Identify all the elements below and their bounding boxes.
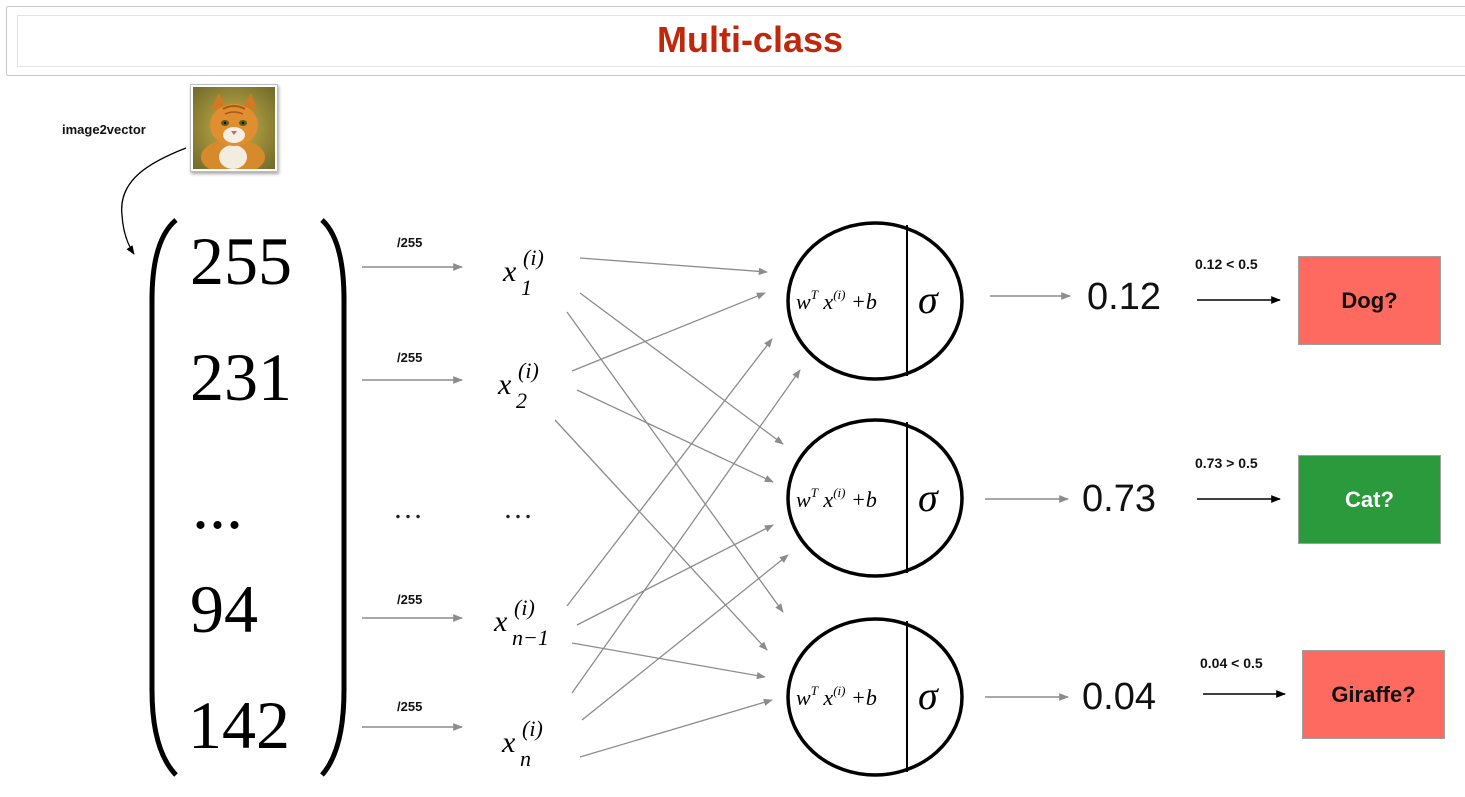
cat-picture bbox=[193, 87, 275, 171]
normalize-label-1: /255 bbox=[397, 235, 423, 250]
input-xn-minus-1: x(i)n−1 bbox=[494, 595, 549, 650]
input-x2: x(i)2 bbox=[498, 358, 539, 413]
image-to-vector-arrow bbox=[121, 147, 187, 255]
input-ellipsis: … bbox=[503, 492, 537, 525]
neuron-1-formula: wT x(i) +b bbox=[796, 287, 877, 314]
cat-image bbox=[190, 84, 278, 172]
arrow-ellipsis: … bbox=[393, 492, 427, 525]
conn-xn-n3 bbox=[579, 698, 773, 758]
normalize-label-3: /255 bbox=[397, 592, 423, 607]
title-bar bbox=[6, 6, 1465, 76]
conn-x1-n2 bbox=[579, 292, 784, 445]
prob-cat: 0.73 bbox=[1082, 478, 1156, 520]
right-bracket bbox=[320, 218, 347, 777]
conn-xn1-n2 bbox=[576, 524, 774, 626]
pixel-value-ellipsis: ... bbox=[192, 467, 243, 543]
pixel-value-4: 142 bbox=[188, 687, 290, 763]
conn-x2-n1 bbox=[571, 292, 766, 372]
slide-title: Multi-class bbox=[656, 19, 844, 60]
prob-giraffe: 0.04 bbox=[1082, 676, 1156, 718]
conn-xn-n1 bbox=[571, 369, 801, 694]
neuron-3-sigma: σ bbox=[918, 673, 938, 718]
class-box-giraffe: Giraffe? bbox=[1302, 650, 1445, 739]
conn-x2-n2 bbox=[576, 389, 774, 483]
conn-xn1-n1 bbox=[566, 338, 773, 607]
image2vector-caption: image2vector bbox=[62, 122, 146, 137]
neuron-3-formula: wT x(i) +b bbox=[796, 683, 877, 710]
compare-cat: 0.73 > 0.5 bbox=[1195, 455, 1258, 471]
conn-x2-n3 bbox=[554, 419, 768, 651]
neuron-1 bbox=[786, 221, 964, 381]
conn-xn1-n3 bbox=[571, 642, 766, 680]
compare-giraffe: 0.04 < 0.5 bbox=[1200, 655, 1263, 671]
left-bracket bbox=[149, 218, 178, 777]
pixel-value-3: 94 bbox=[190, 571, 258, 647]
input-xn: x(i)n bbox=[502, 716, 543, 771]
title-inner-frame bbox=[17, 15, 1465, 67]
prob-dog: 0.12 bbox=[1087, 276, 1161, 318]
neuron-2 bbox=[786, 418, 964, 578]
conn-x1-n3 bbox=[566, 311, 784, 613]
conn-x1-n1 bbox=[579, 257, 768, 276]
normalize-label-2: /255 bbox=[397, 350, 423, 365]
class-box-dog: Dog? bbox=[1298, 256, 1441, 345]
class-box-cat: Cat? bbox=[1298, 455, 1441, 544]
neuron-2-sigma: σ bbox=[918, 475, 938, 520]
compare-dog: 0.12 < 0.5 bbox=[1195, 256, 1258, 272]
pixel-value-1: 255 bbox=[190, 223, 292, 299]
neuron-1-sigma: σ bbox=[918, 277, 938, 322]
normalize-label-4: /255 bbox=[397, 699, 423, 714]
neuron-3 bbox=[786, 617, 964, 777]
conn-xn-n2 bbox=[581, 554, 789, 721]
neuron-2-formula: wT x(i) +b bbox=[796, 485, 877, 512]
pixel-value-2: 231 bbox=[190, 339, 292, 415]
input-x1: x(i)1 bbox=[503, 245, 544, 300]
